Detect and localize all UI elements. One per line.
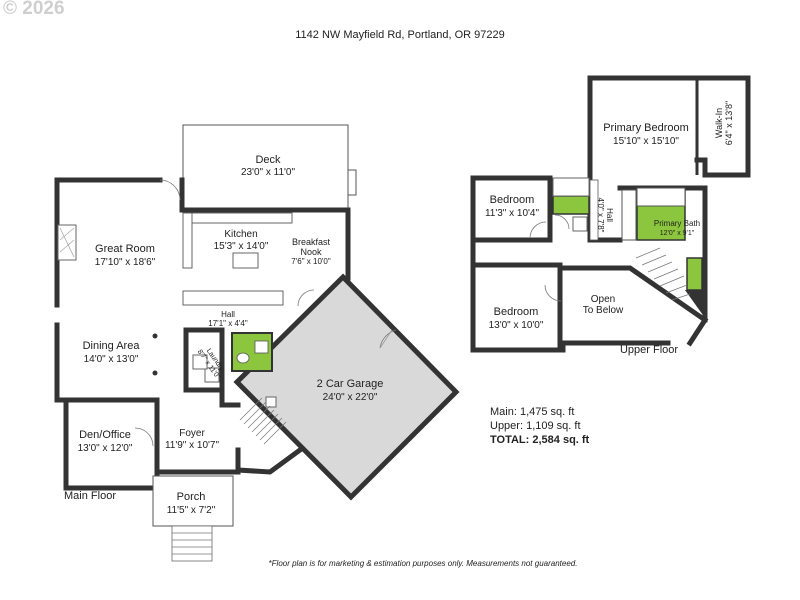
hall-main-label: Hall [221, 310, 235, 319]
stats-total: TOTAL: 2,584 sq. ft [490, 434, 590, 446]
kitchen-label: Kitchen [224, 229, 257, 240]
bedroom1-size: 11'3" x 10'4" [485, 208, 540, 219]
walkin-label: Walk-In [714, 108, 724, 138]
open-below-line1: Open [591, 294, 615, 305]
upper-floor-label: Upper Floor [620, 344, 678, 356]
breakfast-size: 7'6" x 10'0" [291, 257, 331, 266]
main-floor-label: Main Floor [64, 490, 116, 502]
disclaimer: *Floor plan is for marketing & estimatio… [269, 559, 578, 568]
hall-upper-size: 4'0" x 7'8" [596, 198, 605, 233]
bedroom2-size: 13'0" x 10'0" [489, 320, 544, 331]
porch-area [152, 475, 234, 527]
garage-size: 24'0" x 22'0" [323, 392, 378, 403]
watermark: © 2026 [3, 0, 65, 19]
bedroom2-label: Bedroom [494, 306, 539, 318]
porch-label: Porch [177, 491, 206, 503]
primary-bath-label: Primary Bath [654, 219, 700, 228]
foyer-label: Foyer [179, 428, 205, 439]
upper-hall-bath [552, 195, 590, 215]
address-title: 1142 NW Mayfield Rd, Portland, OR 97229 [295, 29, 505, 41]
upper-floor [470, 75, 751, 353]
stats-main: Main: 1,475 sq. ft [490, 406, 574, 418]
walkin-size: 6'4" x 13'8" [724, 101, 734, 145]
garage-label: 2 Car Garage [317, 378, 384, 390]
den-label: Den/Office [79, 429, 131, 441]
foyer-size: 11'9" x 10'7" [165, 440, 220, 451]
deck-label: Deck [255, 154, 281, 166]
porch-size: 11'5" x 7'2" [167, 505, 216, 516]
primary-bath-size: 12'0" x 9'1" [660, 230, 695, 237]
stats-upper: Upper: 1,109 sq. ft [490, 420, 581, 432]
hall-upper-label: Hall [605, 208, 614, 222]
great-room-size: 17'10" x 18'6" [95, 257, 156, 268]
hall-main-size: 17'1" x 4'4" [208, 319, 248, 328]
great-room-label: Great Room [95, 243, 155, 255]
half-bath [231, 332, 273, 372]
open-below-line2: To Below [583, 305, 624, 316]
breakfast-label-1: Breakfast [292, 237, 331, 247]
den-size: 13'0" x 12'0" [78, 443, 133, 454]
primary-bedroom-label: Primary Bedroom [603, 122, 689, 134]
kitchen-size: 15'3" x 14'0" [214, 241, 269, 252]
deck-size: 23'0" x 11'0" [241, 167, 296, 178]
breakfast-label-2: Nook [300, 247, 322, 257]
main-floor [54, 124, 460, 562]
dining-size: 14'0" x 13'0" [84, 354, 139, 365]
primary-bedroom-size: 15'10" x 15'10" [613, 136, 679, 147]
dining-label: Dining Area [83, 340, 141, 352]
bedroom1-label: Bedroom [490, 194, 535, 206]
